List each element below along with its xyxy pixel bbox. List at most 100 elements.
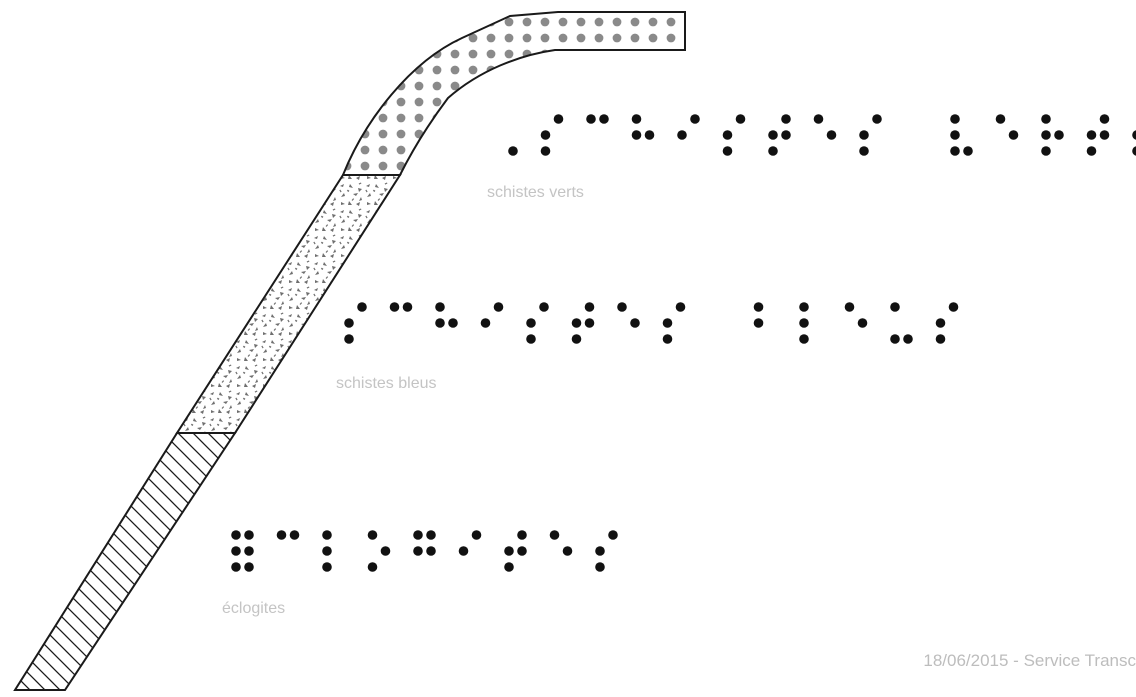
braille-dot [754,302,764,312]
braille-dot [368,562,378,572]
braille-dot [344,318,354,328]
braille-dot [799,318,809,328]
braille-dot [723,130,733,140]
braille-schistes-verts [508,114,1136,156]
braille-dot [1009,130,1019,140]
braille-dot [676,302,686,312]
braille-dot [244,530,254,540]
braille-dot [768,130,778,140]
braille-dot [390,302,400,312]
braille-dot [936,318,946,328]
braille-dot [277,530,287,540]
braille-dot [413,530,423,540]
braille-dot [1087,130,1097,140]
braille-dot [322,562,332,572]
label-schistes-verts: schistes verts [487,184,584,201]
braille-dot [781,114,791,124]
braille-dot [1100,114,1110,124]
braille-dot [617,302,627,312]
layer-eclogites [15,433,235,690]
braille-dot [768,146,778,156]
braille-dot [723,146,733,156]
braille-dot [585,318,595,328]
braille-dot [435,302,445,312]
braille-dot [586,114,596,124]
braille-dot [858,318,868,328]
braille-dot [572,334,582,344]
braille-dot [481,318,491,328]
braille-schistes-bleus [344,302,958,344]
braille-dot [448,318,458,328]
braille-dot [550,530,560,540]
braille-dot [1041,130,1051,140]
braille-dot [426,530,436,540]
braille-dot [1041,146,1051,156]
braille-dot [608,530,618,540]
braille-dot [541,130,551,140]
braille-dot [1132,130,1136,140]
braille-dot [754,318,764,328]
braille-dot [494,302,504,312]
braille-dot [517,530,527,540]
braille-dot [526,318,536,328]
braille-dot [632,130,642,140]
braille-dot [950,130,960,140]
braille-dot [572,318,582,328]
braille-dot [403,302,413,312]
braille-dot [799,334,809,344]
label-schistes-bleus: schistes bleus [336,375,437,392]
braille-dot [936,334,946,344]
braille-dot [663,318,673,328]
braille-dot [244,562,254,572]
braille-dot [845,302,855,312]
braille-dot [781,130,791,140]
braille-dot [504,546,514,556]
braille-dot [1041,114,1051,124]
braille-dot [517,546,527,556]
braille-dot [890,302,900,312]
braille-dot [799,302,809,312]
braille-dot [630,318,640,328]
braille-dot [595,546,605,556]
braille-dot [231,562,241,572]
braille-dot [663,334,673,344]
braille-dot [585,302,595,312]
braille-dot [290,530,300,540]
braille-dot [827,130,837,140]
label-eclogites: éclogites [222,600,285,617]
braille-dot [426,546,436,556]
braille-dot [231,530,241,540]
braille-dot [890,334,900,344]
braille-dot [1100,130,1110,140]
braille-dot [508,146,518,156]
braille-dot [504,562,514,572]
braille-dot [595,562,605,572]
braille-dot [344,334,354,344]
braille-dot [1054,130,1064,140]
braille-dot [368,530,378,540]
braille-dot [459,546,469,556]
layer-schistes-bleus [177,175,400,433]
braille-dot [231,546,241,556]
braille-dot [357,302,367,312]
braille-dot [1087,146,1097,156]
braille-dot [322,546,332,556]
braille-dot [435,318,445,328]
braille-dot [859,146,869,156]
braille-dot [554,114,564,124]
braille-dot [472,530,482,540]
braille-dot [949,302,959,312]
braille-dot [413,546,423,556]
braille-dot [244,546,254,556]
braille-dot [563,546,573,556]
braille-dot [632,114,642,124]
braille-dot [996,114,1006,124]
braille-dot [950,146,960,156]
braille-dot [1132,146,1136,156]
braille-dot [903,334,913,344]
braille-dot [322,530,332,540]
footer-credit: 18/06/2015 - Service Transc [923,651,1136,670]
braille-dot [690,114,700,124]
braille-dot [541,146,551,156]
